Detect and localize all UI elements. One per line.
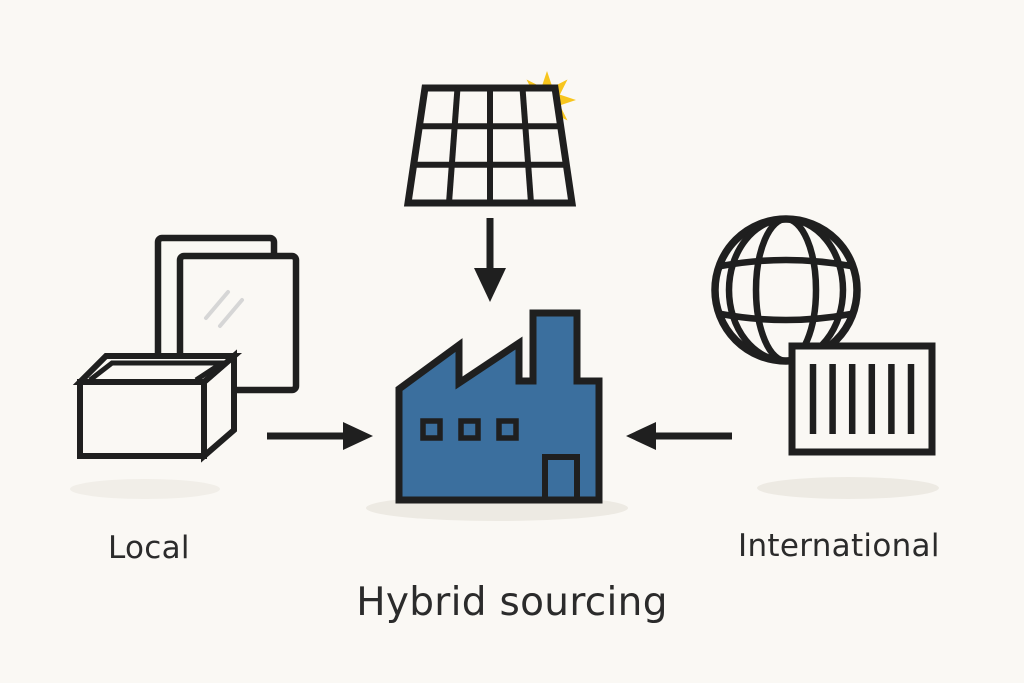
right-arrow-icon xyxy=(620,417,736,455)
open-box-icon xyxy=(70,346,243,470)
globe-icon xyxy=(704,208,868,372)
left-arrow-icon xyxy=(263,417,379,455)
label-local: Local xyxy=(108,530,190,566)
diagram-title: Hybrid sourcing xyxy=(356,580,668,625)
box-shadow xyxy=(70,479,220,499)
down-arrow-icon xyxy=(468,216,512,308)
container-shadow xyxy=(757,477,939,499)
solar-panel-icon xyxy=(395,70,590,215)
shipping-container-icon xyxy=(786,340,938,458)
factory-icon xyxy=(392,303,606,505)
label-international: International xyxy=(738,528,940,564)
